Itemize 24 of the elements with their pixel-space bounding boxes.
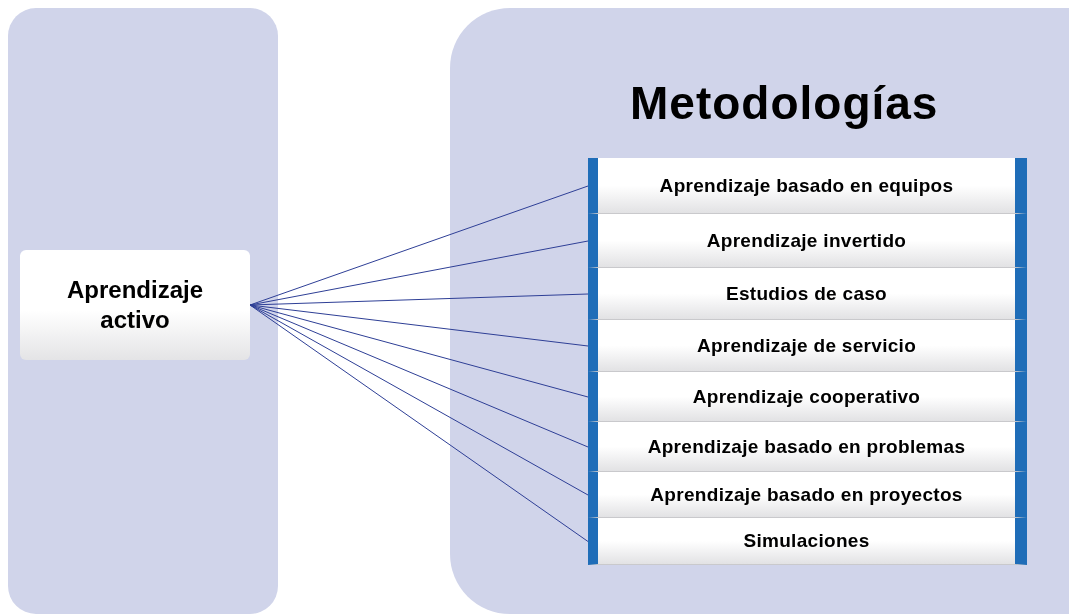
list-item	[588, 320, 1027, 372]
list-item	[588, 268, 1027, 320]
list-item	[588, 372, 1027, 422]
item-label: Aprendizaje cooperativo	[692, 385, 921, 408]
item-label: Aprendizaje basado en problemas	[647, 435, 966, 458]
list-item	[588, 422, 1027, 472]
concept-box	[20, 250, 250, 360]
category-panel	[450, 8, 1069, 614]
list-item	[588, 472, 1027, 518]
item-label: Estudios de caso	[725, 282, 888, 305]
background-band	[8, 8, 278, 614]
connector-line	[249, 185, 589, 306]
connector-line	[249, 304, 589, 542]
item-label: Aprendizaje basado en proyectos	[650, 483, 963, 506]
panel-title: Metodologías	[630, 76, 939, 130]
item-label: Aprendizaje invertido	[706, 229, 907, 252]
item-label: Aprendizaje de servicio	[696, 334, 917, 357]
list-item	[588, 158, 1027, 214]
list-item	[588, 518, 1027, 565]
item-label: Aprendizaje basado en equipos	[659, 174, 954, 197]
item-label: Simulaciones	[743, 530, 870, 552]
list-item	[588, 214, 1027, 268]
connector-line	[249, 304, 589, 448]
concept-label: Aprendizaje activo	[66, 275, 204, 335]
